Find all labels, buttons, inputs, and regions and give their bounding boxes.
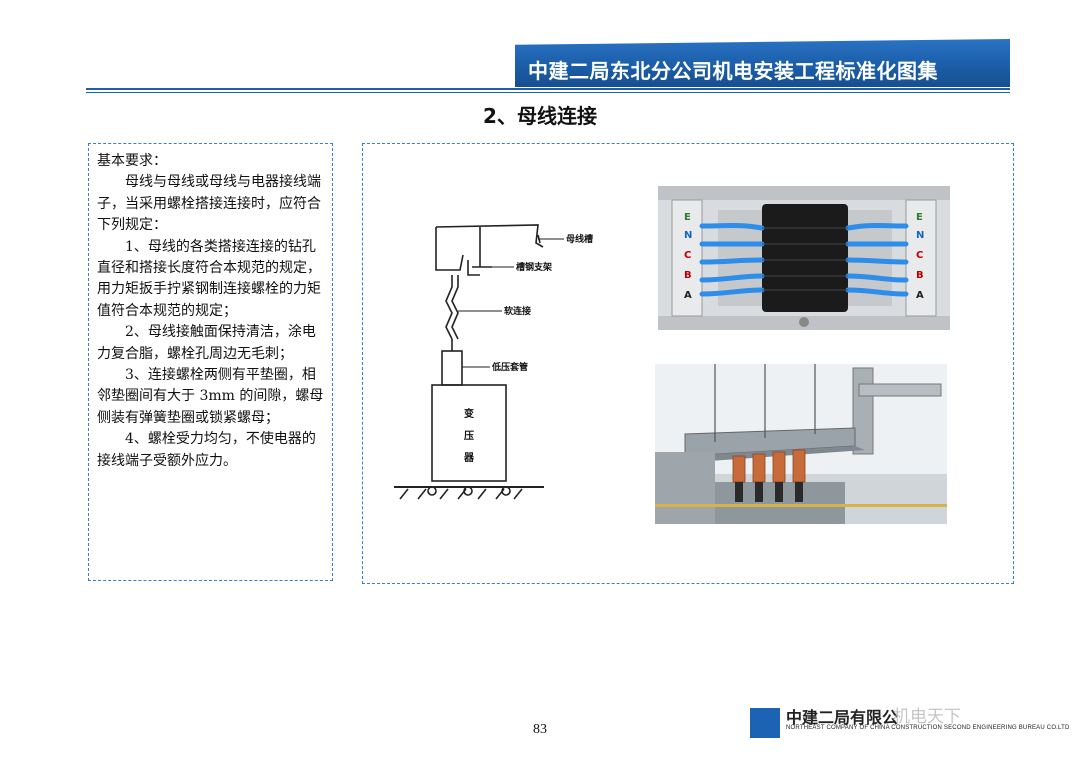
phase-letter-a-left: A [684, 290, 692, 301]
page-number: 83 [533, 722, 547, 737]
phase-letter-b-left: B [684, 270, 692, 281]
label-transformer-1: 变 [464, 407, 474, 420]
page-title: 2、母线连接 [483, 104, 597, 128]
header-banner [515, 39, 1010, 87]
phase-letter-e-left: E [684, 212, 691, 223]
requirement-item-2: 2、母线接触面保持清洁，涂电力复合脂，螺栓孔周边无毛刺； [97, 324, 316, 362]
transformer-outline [431, 384, 507, 482]
header-rule-thin [86, 92, 1010, 93]
busbar-splice-photo: A B C N E A B C N E [658, 186, 950, 330]
busway-outline [435, 224, 544, 248]
transformer-busway-photo [655, 364, 947, 524]
phase-letter-n-right: N [916, 230, 924, 241]
label-bushing: 低压套管 [491, 361, 528, 373]
phase-letter-c-right: C [916, 250, 923, 261]
requirement-item-1: 1、母线的各类搭接连接的钻孔直径和搭接长度符合本规范的规定，用力矩扳手拧紧钢制连… [97, 238, 321, 319]
phase-letter-a-right: A [916, 290, 924, 301]
label-transformer-3: 器 [463, 452, 475, 464]
company-logo-icon [750, 708, 780, 738]
phase-letter-e-right: E [916, 212, 923, 223]
requirement-item-3: 3、连接螺栓两侧有平垫圈，相邻垫圈间有大于 3mm 的间隙，螺母侧装有弹簧垫圈或… [97, 367, 324, 426]
header-title: 中建二局东北分公司机电安装工程标准化图集 [528, 59, 938, 83]
company-name-en: NORTHEAST COMPANY OF CHINA CONSTRUCTION … [786, 725, 1070, 731]
requirements-heading: 基本要求： [97, 153, 167, 169]
soft-link [445, 275, 453, 340]
figure-box [362, 143, 1014, 584]
label-busway: 母线槽 [566, 233, 593, 245]
company-name: 中建二局有限公 [786, 708, 899, 727]
header-rule-thick [86, 88, 1010, 90]
label-soft-link: 软连接 [504, 305, 531, 317]
requirements-intro: 母线与母线或母线与电器接线端子，当采用螺栓搭接连接时，应符合下列规定： [97, 174, 321, 234]
label-bracket: 槽钢支架 [516, 261, 552, 273]
watermark: 机电天下 [893, 707, 961, 727]
bracket-outline [467, 260, 480, 276]
phase-letter-n-left: N [684, 230, 692, 241]
bushing-outline [441, 350, 463, 386]
phase-letter-b-right: B [916, 270, 924, 281]
label-transformer-2: 压 [464, 430, 474, 442]
requirement-item-4: 4、螺栓受力均匀，不使电器的接线端子受额外应力。 [97, 431, 316, 469]
requirements-box: 基本要求： 母线与母线或母线与电器接线端子，当采用螺栓搭接连接时，应符合下列规定… [88, 143, 333, 581]
phase-letter-c-left: C [684, 250, 691, 261]
busbar-connection-sketch: 母线槽 槽钢支架 软连接 低压套管 变 压 器 [394, 224, 593, 500]
